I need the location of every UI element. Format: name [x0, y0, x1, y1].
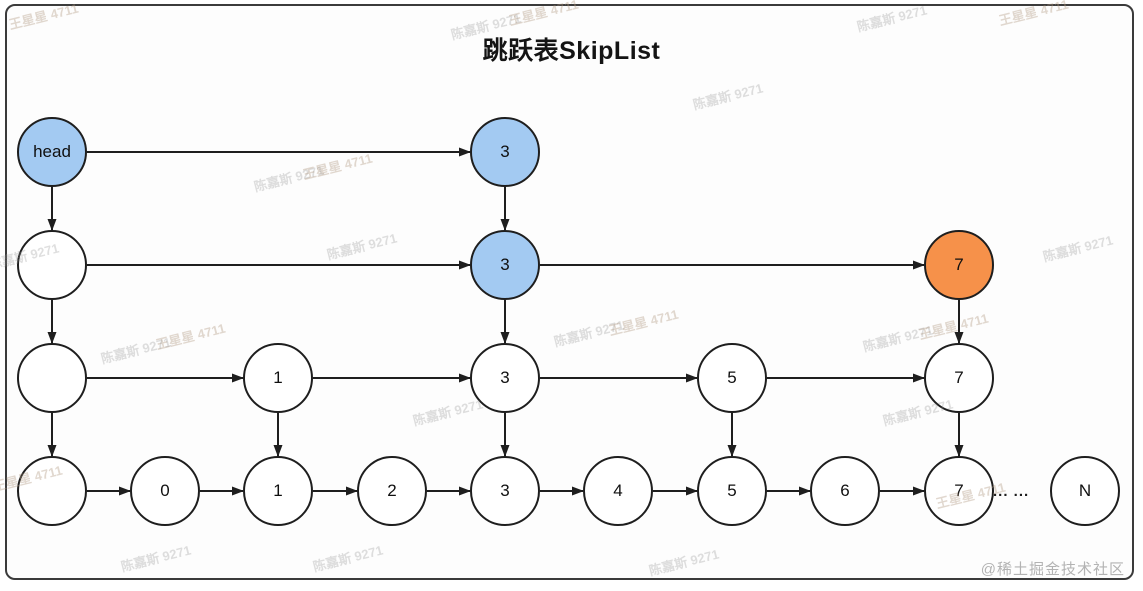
node-label: 5 — [727, 481, 737, 500]
node-label: head — [33, 142, 71, 161]
node-label: 3 — [500, 481, 510, 500]
node-label: 6 — [840, 481, 850, 500]
node-l1-5: 5 — [697, 456, 767, 526]
tail-ellipsis: ... ... — [993, 483, 1030, 500]
juejin-community-watermark: @稀土掘金技术社区 — [980, 561, 1125, 578]
node-label: 7 — [954, 481, 964, 500]
node-label: 1 — [273, 368, 283, 387]
node-label: 3 — [500, 368, 510, 387]
node-l2-empty — [17, 343, 87, 413]
node-label: 5 — [727, 368, 737, 387]
node-label: N — [1078, 481, 1092, 500]
node-label: 3 — [500, 255, 510, 274]
node-l4-head: head — [17, 117, 87, 187]
node-l2-7: 7 — [924, 343, 994, 413]
node-l1-1: 1 — [243, 456, 313, 526]
node-label: 2 — [387, 481, 397, 500]
node-l1-6: 6 — [810, 456, 880, 526]
node-label: 4 — [613, 481, 623, 500]
node-l1-empty — [17, 456, 87, 526]
diagram-title: 跳跃表SkipList — [482, 37, 661, 65]
node-l4-3: 3 — [470, 117, 540, 187]
node-l1-3: 3 — [470, 456, 540, 526]
node-l1-7: 7 — [924, 456, 994, 526]
node-l2-3: 3 — [470, 343, 540, 413]
node-l2-5: 5 — [697, 343, 767, 413]
node-label: 0 — [160, 481, 170, 500]
node-l1-n: N — [1050, 456, 1120, 526]
node-label: 7 — [954, 368, 964, 387]
node-l1-4: 4 — [583, 456, 653, 526]
node-label: 7 — [954, 255, 964, 274]
node-l3-3: 3 — [470, 230, 540, 300]
node-l1-2: 2 — [357, 456, 427, 526]
node-l3-empty — [17, 230, 87, 300]
node-l2-1: 1 — [243, 343, 313, 413]
node-l3-7: 7 — [924, 230, 994, 300]
node-label: 3 — [500, 142, 510, 161]
node-l1-0: 0 — [130, 456, 200, 526]
node-label: 1 — [273, 481, 283, 500]
